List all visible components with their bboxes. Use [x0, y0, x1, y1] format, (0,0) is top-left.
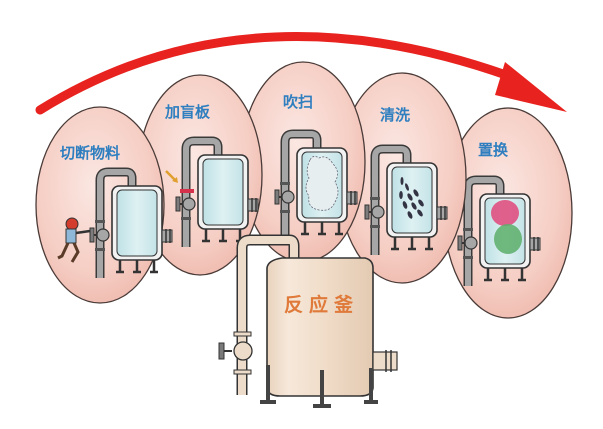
arrow-head — [495, 62, 567, 112]
step-label: 加盲板 — [164, 103, 211, 121]
arrow-shaft — [35, 32, 525, 115]
tank-icon — [275, 134, 357, 240]
worker-icon — [57, 217, 91, 263]
tank-icon — [458, 180, 540, 286]
replacement-gas-pink-icon — [491, 200, 519, 226]
water-spray-icon — [399, 177, 424, 219]
step-cut-off-material: 切断物料 — [35, 106, 172, 304]
tank-icon — [165, 141, 258, 247]
step-label: 清洗 — [380, 106, 410, 124]
replacement-gas-green-icon — [494, 224, 522, 254]
step-label: 置换 — [478, 141, 509, 159]
step-washing: 清洗 — [337, 72, 467, 284]
process-flow-arrow — [35, 32, 567, 115]
step-label: 吹扫 — [283, 93, 313, 111]
blind-plate-icon — [180, 189, 194, 193]
reactor-vessel: 反应釜 — [218, 234, 398, 408]
purge-cloud-icon — [305, 156, 339, 211]
reactor-label: 反应釜 — [284, 293, 359, 316]
step-label: 切断物料 — [60, 144, 120, 162]
step-replacement: 置换 — [443, 107, 573, 319]
tank-icon — [365, 149, 447, 255]
